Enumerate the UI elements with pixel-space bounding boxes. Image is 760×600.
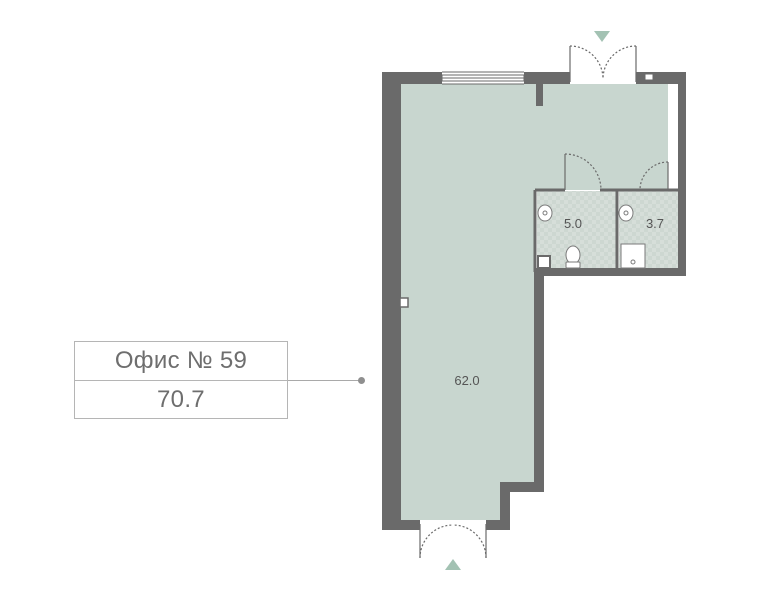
- walls: [382, 72, 686, 530]
- window: [441, 71, 525, 85]
- room-area-bathroom-2: 3.7: [646, 216, 664, 231]
- entrance-arrow-icon: [594, 31, 610, 42]
- leader-line: [288, 380, 360, 381]
- sink-icon: [537, 204, 553, 222]
- bathroom-partitions: [533, 188, 680, 272]
- unit-info-box: Офис № 59 70.7: [74, 341, 288, 419]
- entrance-arrow-icon: [445, 559, 461, 570]
- shaft: [537, 255, 551, 269]
- sink-icon: [618, 204, 634, 222]
- room-area-bathroom-1: 5.0: [564, 216, 582, 231]
- leader-dot: [358, 377, 365, 384]
- wall-niche: [399, 297, 409, 308]
- top-entrance-door: [569, 45, 637, 82]
- toilet-icon: [565, 245, 581, 269]
- small-window-right: [644, 73, 654, 81]
- room-area-main-office: 62.0: [454, 373, 479, 388]
- door-swing-icon: [564, 153, 669, 191]
- unit-name: Офис № 59: [75, 342, 287, 381]
- unit-total-area: 70.7: [157, 386, 205, 413]
- shower-icon: [620, 243, 646, 269]
- bottom-entrance-door: [419, 524, 487, 559]
